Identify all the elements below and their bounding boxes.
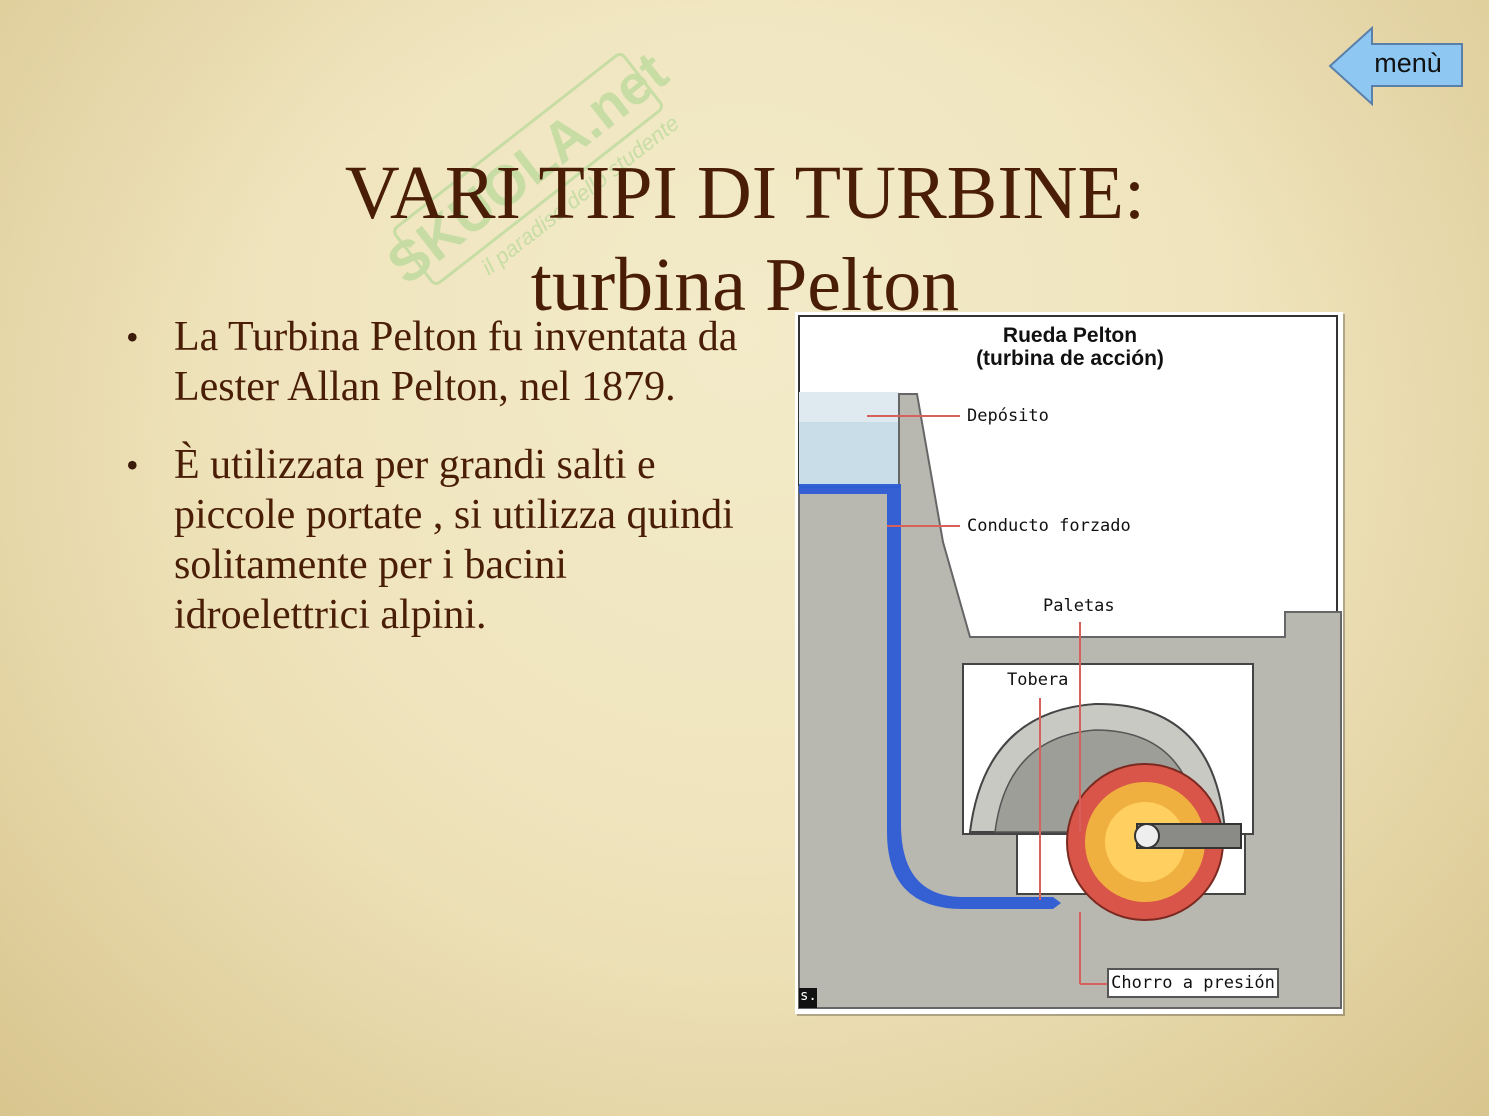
label-paletas: Paletas	[1043, 596, 1115, 616]
pelton-diagram-illustration	[798, 315, 1342, 1009]
diagram-title-line2: (turbina de acción)	[976, 347, 1164, 370]
bullet-text: La Turbina Pelton fu inventata da Lester…	[174, 314, 738, 410]
slide-title: VARI TIPI DI TURBINE: turbina Pelton	[140, 147, 1350, 331]
menu-button[interactable]: menù	[1328, 26, 1464, 108]
slide-title-line1: VARI TIPI DI TURBINE:	[344, 150, 1146, 235]
list-item: • La Turbina Pelton fu inventata da Lest…	[120, 312, 760, 412]
diagram-title-line1: Rueda Pelton	[1002, 324, 1138, 347]
label-tobera: Tobera	[1007, 670, 1069, 690]
label-corner: s.	[800, 988, 817, 1004]
label-deposito: Depósito	[967, 406, 1049, 426]
diagram-title: Rueda Pelton (turbina de acción)	[945, 324, 1195, 370]
bullet-icon: •	[126, 317, 139, 357]
list-item: • È utilizzata per grandi salti e piccol…	[120, 440, 760, 640]
bullet-text: È utilizzata per grandi salti e piccole …	[174, 442, 734, 638]
pelton-diagram: Rueda Pelton (turbina de acción) Depósit…	[795, 312, 1343, 1014]
label-conducto-forzado: Conducto forzado	[967, 516, 1131, 536]
bullet-list: • La Turbina Pelton fu inventata da Lest…	[120, 312, 760, 668]
label-chorro-a-presion: Chorro a presión	[1107, 968, 1279, 998]
bullet-icon: •	[126, 445, 139, 485]
menu-button-label: menù	[1374, 48, 1442, 78]
